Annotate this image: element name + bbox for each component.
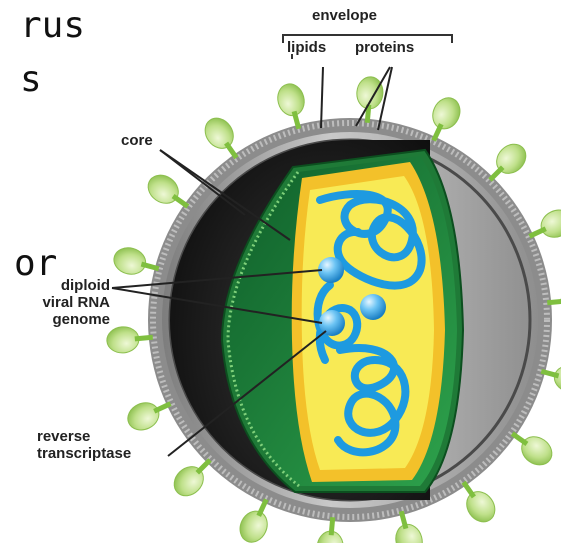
label-diploid: diploid [2, 277, 110, 294]
spike-knob [111, 244, 149, 277]
spike-knob [106, 326, 140, 355]
spike-knob [428, 93, 465, 133]
label-genome: genome [2, 311, 110, 328]
label-proteins: proteins [355, 39, 414, 56]
label-envelope: envelope [312, 7, 377, 24]
spike-stalk [547, 301, 561, 303]
spike-stalk [512, 434, 527, 444]
spike-knob [516, 431, 557, 471]
label-core: core [121, 132, 153, 149]
label-viral-rna: viral RNA [2, 294, 110, 311]
label-transcriptase: transcriptase [37, 445, 131, 462]
spike-knob [551, 362, 561, 395]
spike-stalk [259, 499, 267, 515]
spike-stalk [331, 517, 333, 535]
reverse-transcriptase-ball [319, 310, 345, 336]
rna-molecule-ball-2 [360, 294, 386, 320]
spike-knob [123, 398, 163, 435]
spike-knob [274, 81, 307, 119]
spike-stalk [173, 196, 188, 206]
spike-stalk [154, 404, 170, 412]
spike-knob [235, 507, 272, 543]
spike-knob [392, 521, 425, 543]
spike-stalk [135, 337, 153, 339]
spike-stalk [197, 460, 210, 473]
spike-stalk [490, 167, 503, 180]
spike-knob [199, 113, 239, 154]
spike-knob [143, 169, 184, 209]
spike-knob [356, 76, 385, 110]
spike-stalk [226, 143, 236, 158]
spike-stalk [434, 124, 442, 140]
label-reverse: reverse [37, 428, 90, 445]
spike-knob [537, 205, 561, 242]
lipids-leader-line [321, 67, 323, 128]
spike-stalk [464, 482, 474, 497]
spike-stalk [529, 229, 545, 237]
label-lipids: lipids [287, 39, 326, 56]
spike-knob [461, 486, 501, 527]
